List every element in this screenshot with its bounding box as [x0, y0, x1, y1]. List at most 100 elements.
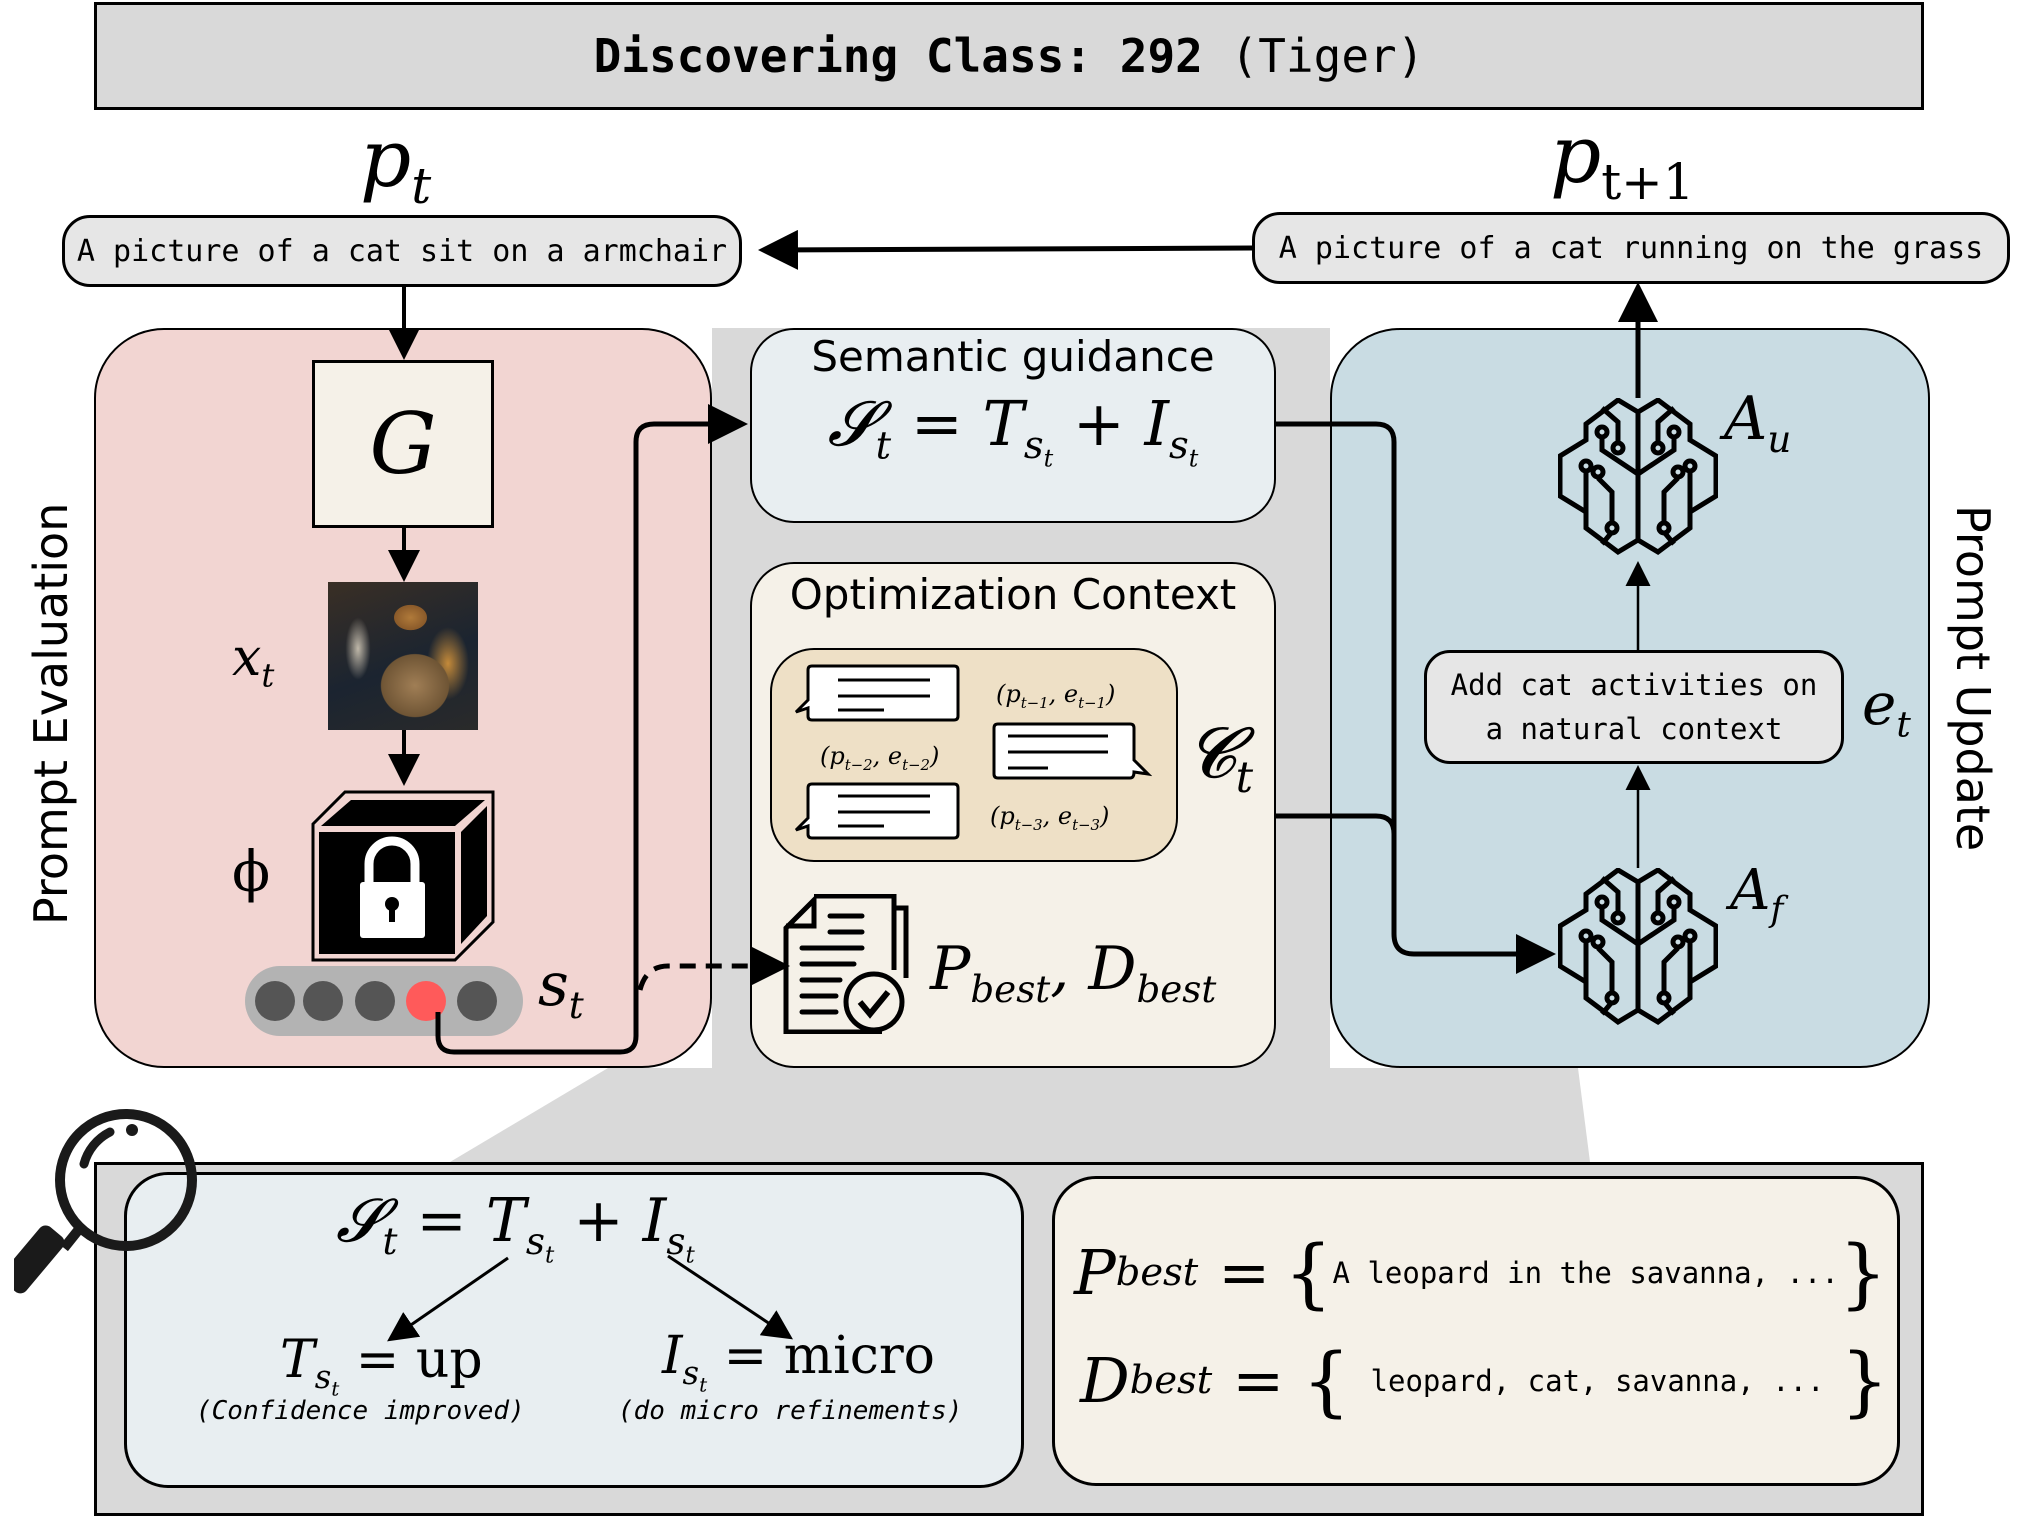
zoom-i-note: (do micro refinements): [618, 1396, 963, 1426]
result-sym: I: [662, 1326, 683, 1386]
label-base: p: [1550, 108, 1602, 201]
formula-eq: =: [910, 387, 963, 460]
formula-sub: s: [1169, 423, 1189, 469]
history-close: ): [1106, 680, 1116, 708]
d-best-eq: =: [1232, 1344, 1285, 1417]
zoom-semantic-box: [124, 1172, 1024, 1488]
result-sub: s: [682, 1354, 700, 1393]
formula-subsub: t: [1188, 445, 1199, 474]
formula-i: I: [642, 1186, 667, 1256]
label-base: p: [360, 112, 412, 205]
history-e: , e: [1048, 680, 1079, 708]
label-base: e: [1862, 670, 1897, 738]
label-sub: t: [261, 656, 275, 695]
title-text: Discovering Class: 292: [593, 29, 1203, 83]
document-check-icon: [783, 894, 909, 1034]
label-base: A: [1724, 384, 1768, 454]
brain-circuit-icon-updater: [1558, 398, 1718, 556]
d-best-text: leopard, cat, savanna, ...: [1370, 1363, 1825, 1398]
prompt-current-box: A picture of a cat sit on a armchair: [62, 215, 742, 287]
feedback-label: Af: [1730, 858, 1783, 930]
history-item-1: (pt−1, et−1): [996, 680, 1115, 712]
generator-symbol: G: [369, 395, 437, 493]
history-e-sub: t−3: [1072, 815, 1101, 834]
d-best-close-brace: }: [1840, 1336, 1889, 1425]
label-base: A: [1730, 858, 1771, 923]
history-e: , e: [872, 742, 903, 770]
p-best-eq: =: [1218, 1236, 1271, 1309]
p-best-close-brace: }: [1838, 1228, 1888, 1317]
chat-bubble-icon: [794, 664, 960, 722]
prompt-next-text: A picture of a cat running on the grass: [1278, 230, 1984, 266]
score-dot: [355, 981, 395, 1021]
history-e: , e: [1042, 802, 1073, 830]
prompt-current-text: A picture of a cat sit on a armchair: [76, 233, 728, 269]
feedback-et-label: et: [1862, 670, 1911, 746]
formula-plus: +: [1072, 387, 1125, 460]
label-sub: t: [411, 157, 432, 215]
formula-sub: s: [525, 1219, 545, 1263]
p-best-open-brace: {: [1284, 1228, 1333, 1317]
zoom-t-note: (Confidence improved): [196, 1396, 525, 1426]
history-p: (p: [996, 680, 1021, 708]
p-best-sym: P: [1074, 1236, 1116, 1309]
result-sub: s: [314, 1358, 332, 1397]
formula-subsub: t: [544, 1242, 555, 1269]
formula-sub: s: [1023, 423, 1044, 469]
d-best-sub: best: [1129, 1358, 1213, 1403]
context-symbol: 𝓒: [1186, 712, 1236, 794]
prompt-next-label: pt+1: [1550, 108, 1694, 211]
d-best-open-brace: {: [1302, 1336, 1351, 1425]
history-p: (p: [990, 802, 1015, 830]
zoom-best-box: [1052, 1176, 1900, 1486]
p-best-text: A leopard in the savanna, ...: [1332, 1255, 1839, 1290]
formula-sub: t: [875, 423, 892, 469]
formula-t: T: [982, 387, 1024, 460]
label-sub: u: [1767, 417, 1792, 461]
score-dot: [303, 981, 343, 1021]
p-best-sub: best: [1115, 1250, 1199, 1295]
formula-eq: =: [416, 1186, 467, 1256]
result-sym: T: [280, 1330, 315, 1390]
context-label: 𝓒t: [1186, 712, 1253, 803]
prompt-current-label: pt: [360, 112, 431, 215]
history-p-sub: t−1: [1020, 693, 1049, 712]
generator-box: G: [312, 360, 494, 528]
history-e-sub: t−2: [902, 755, 931, 774]
formula-lhs: 𝓢: [336, 1186, 383, 1256]
history-close: ): [1100, 802, 1110, 830]
history-p: (p: [820, 742, 845, 770]
chat-bubble-icon: [992, 722, 1152, 780]
best-sep: ,: [1050, 934, 1089, 1004]
label-sub: f: [1770, 890, 1784, 931]
formula-sub: s: [666, 1219, 686, 1263]
semantic-formula: 𝓢t = Tst + Ist: [752, 387, 1274, 473]
best-label: Pbest, Dbest: [930, 934, 1216, 1011]
magnifier-icon: [14, 1109, 197, 1294]
formula-plus: +: [573, 1186, 624, 1256]
result-value: micro: [783, 1326, 935, 1386]
label-base: x: [232, 628, 262, 688]
formula-lhs: 𝓢: [827, 387, 876, 460]
formula-subsub: t: [685, 1242, 695, 1269]
history-item-2: (pt−2, et−2): [820, 742, 939, 774]
history-close: ): [930, 742, 940, 770]
best-p-sub: best: [970, 967, 1051, 1011]
formula-sub: t: [382, 1219, 398, 1263]
best-d-sub: best: [1136, 967, 1217, 1011]
zoom-t-result: Tst = up: [280, 1330, 483, 1401]
best-p: P: [930, 934, 971, 1004]
history-p-sub: t−3: [1014, 815, 1043, 834]
image-label: xt: [232, 628, 274, 694]
d-best-sym: D: [1080, 1344, 1130, 1417]
semantic-guidance-box: Semantic guidance 𝓢t = Tst + Ist: [750, 328, 1276, 523]
history-p-sub: t−2: [844, 755, 873, 774]
title-class-name: (Tiger): [1230, 29, 1425, 83]
formula-t: T: [485, 1186, 526, 1256]
label-sub: t+1: [1601, 153, 1695, 211]
classifier-label: ϕ: [232, 840, 271, 905]
score-dot: [255, 981, 295, 1021]
